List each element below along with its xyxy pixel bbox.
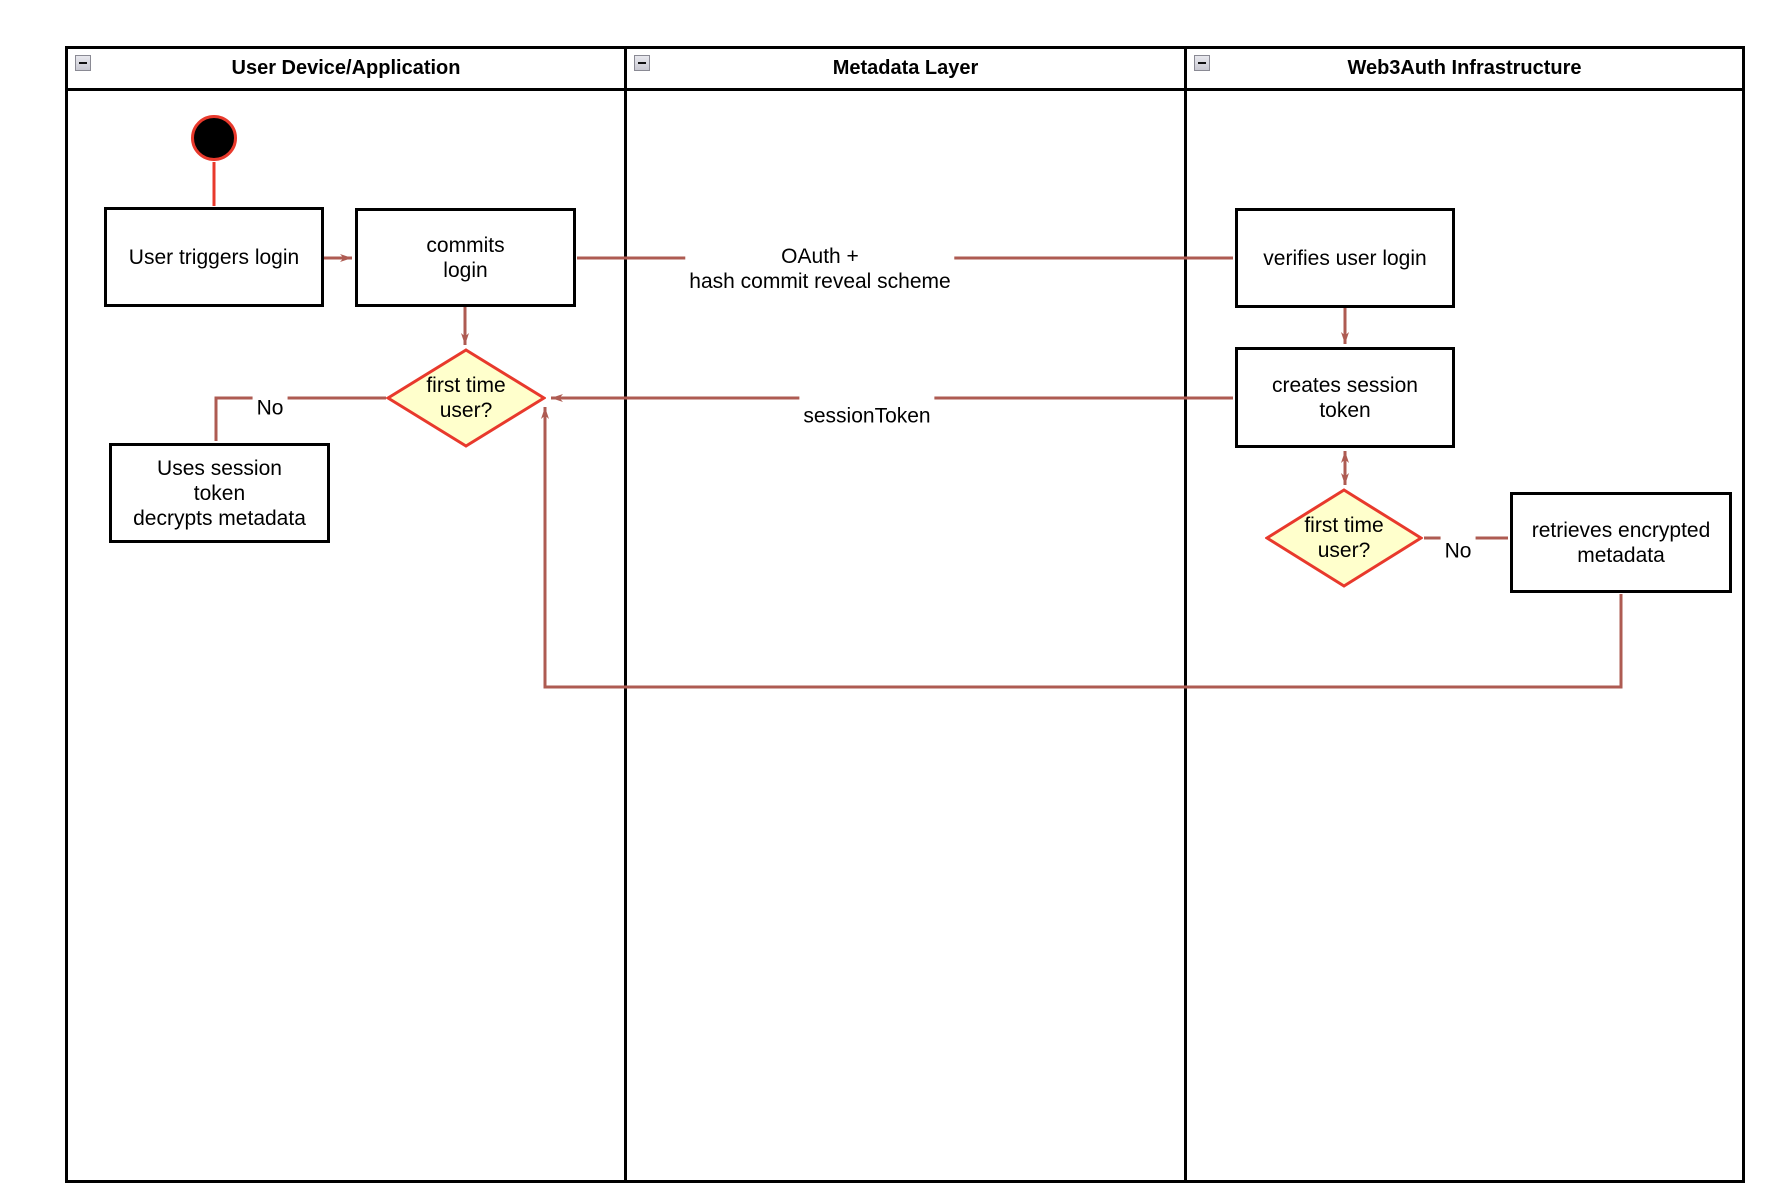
node-verifies-user-login[interactable]: verifies user login xyxy=(1235,208,1455,308)
node-commits-login[interactable]: commits login xyxy=(355,208,576,307)
lane-separator-1 xyxy=(624,49,627,1180)
edge-label-text: sessionToken xyxy=(803,404,931,428)
node-label: retrieves encrypted metadata xyxy=(1531,518,1711,567)
edge-label-session-token: sessionToken xyxy=(799,385,935,429)
edge-label-oauth: OAuth + hash commit reveal scheme xyxy=(685,226,955,294)
decision-label: first time user? xyxy=(1304,514,1384,562)
node-user-triggers-login[interactable]: User triggers login xyxy=(104,207,324,307)
node-label: User triggers login xyxy=(128,245,300,269)
start-state-node[interactable] xyxy=(191,115,237,161)
decision-label: first time user? xyxy=(426,374,506,422)
collapse-minus-icon[interactable] xyxy=(1194,55,1210,71)
lane-title-metadata-layer: Metadata Layer xyxy=(832,57,979,79)
node-creates-session-token[interactable]: creates session token xyxy=(1235,347,1455,448)
lane-header-rule xyxy=(68,88,1742,91)
minus-glyph xyxy=(1198,62,1206,64)
edge-label-text: No xyxy=(1444,539,1472,563)
node-label: Uses session token decrypts metadata xyxy=(133,456,306,530)
decision-first-time-user-device[interactable]: first time user? xyxy=(386,348,546,448)
diamond-shape xyxy=(386,348,546,448)
lane-header-user-device: User Device/Application xyxy=(68,49,624,88)
node-label: creates session token xyxy=(1272,373,1418,422)
node-label: commits login xyxy=(426,233,505,282)
collapse-minus-icon[interactable] xyxy=(634,55,650,71)
lane-header-web3auth: Web3Auth Infrastructure xyxy=(1187,49,1742,88)
node-label: verifies user login xyxy=(1263,246,1427,270)
edge-label-text: OAuth + hash commit reveal scheme xyxy=(689,245,951,293)
edge-label-no-device: No xyxy=(252,377,288,421)
edge-label-no-web3auth: No xyxy=(1440,520,1476,564)
lane-title-web3auth: Web3Auth Infrastructure xyxy=(1347,57,1582,79)
node-uses-session-token[interactable]: Uses session token decrypts metadata xyxy=(109,443,330,543)
node-retrieves-encrypted-metadata[interactable]: retrieves encrypted metadata xyxy=(1510,492,1732,593)
decision-first-time-user-web3auth[interactable]: first time user? xyxy=(1265,488,1423,588)
lane-header-metadata-layer: Metadata Layer xyxy=(627,49,1184,88)
minus-glyph xyxy=(79,62,87,64)
lane-separator-2 xyxy=(1184,49,1187,1180)
collapse-minus-icon[interactable] xyxy=(75,55,91,71)
edge-label-text: No xyxy=(256,396,284,420)
lane-title-user-device: User Device/Application xyxy=(231,57,461,79)
minus-glyph xyxy=(638,62,646,64)
